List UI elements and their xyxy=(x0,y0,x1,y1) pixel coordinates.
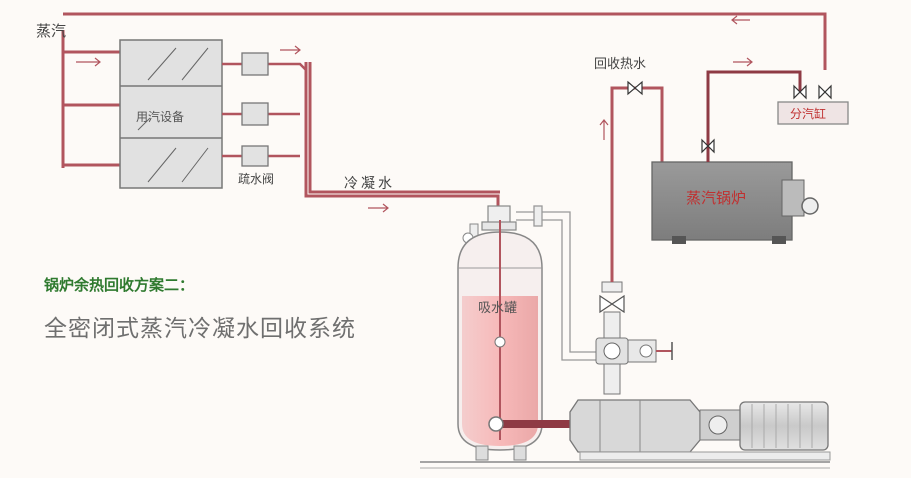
balance-pipe xyxy=(516,205,598,361)
suction-tank xyxy=(457,205,543,461)
steam-supply-pipes xyxy=(61,12,827,168)
boiler-valve xyxy=(701,138,715,154)
header-label: 分汽缸 xyxy=(790,106,826,121)
boiler-label: 蒸汽锅炉 xyxy=(686,189,746,207)
check-valve xyxy=(627,80,643,96)
boiler-arrow xyxy=(733,57,753,67)
steam-boiler xyxy=(651,161,819,244)
valve-stack xyxy=(595,281,673,395)
hot-water-return-label: 回收热水 xyxy=(594,57,646,72)
steam-arrows xyxy=(76,15,750,67)
boiler-steam-outlet xyxy=(706,70,802,162)
steam-label: 蒸汽 xyxy=(36,22,66,40)
title-line-1: 锅炉余热回收方案二： xyxy=(44,276,194,294)
equipment-label: 用汽设备 xyxy=(136,109,184,124)
tank-label: 吸水罐 xyxy=(478,301,517,316)
trap-label: 疏水阀 xyxy=(238,171,274,186)
return-arrow xyxy=(599,119,609,140)
condensate-pipe xyxy=(304,62,500,212)
condensate-arrow xyxy=(368,203,389,213)
condensate-label: 冷凝水 xyxy=(344,176,395,192)
steam-traps xyxy=(222,45,307,167)
title-line-2: 全密闭式蒸汽冷凝水回收系统 xyxy=(44,316,356,342)
pump-motor xyxy=(420,399,831,469)
steam-header xyxy=(777,84,849,125)
